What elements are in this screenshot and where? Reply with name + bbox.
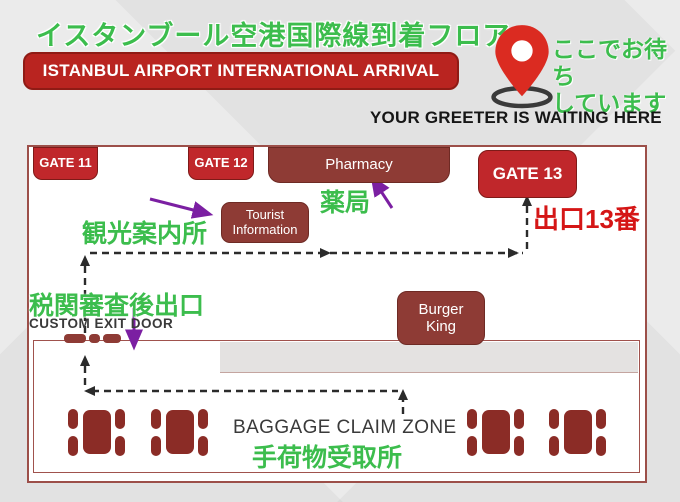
hall-wall — [220, 342, 638, 373]
pharmacy-label: Pharmacy — [325, 156, 393, 174]
greeter-waiting-caption: YOUR GREETER IS WAITING HERE — [370, 108, 662, 127]
gate-11-label: GATE 11 — [39, 155, 92, 171]
gate-13-box: GATE 13 — [478, 150, 577, 198]
page-title-japanese: イスタンブール空港国際線到着フロア — [36, 21, 511, 51]
tourist-information-line1: Tourist — [245, 206, 285, 222]
baggage-carousel-icon — [68, 406, 125, 458]
gate-12-box: GATE 12 — [188, 147, 254, 180]
door-segment-icon — [64, 334, 86, 343]
baggage-claim-label-japanese: 手荷物受取所 — [252, 444, 403, 472]
burger-king-box: Burger King — [397, 291, 485, 345]
waiting-here-japanese: ここでお待ち しています — [552, 36, 680, 117]
location-pin-icon — [491, 25, 553, 109]
waiting-here-line2: しています — [552, 90, 667, 116]
exit-13-label-japanese: 出口13番 — [533, 204, 640, 234]
baggage-carousel-icon — [151, 406, 208, 458]
baggage-carousel-icon — [467, 406, 524, 458]
tourist-information-line2: Information — [232, 221, 298, 237]
tourist-info-label-japanese: 観光案内所 — [82, 220, 208, 248]
burger-king-line2: King — [425, 318, 457, 335]
title-banner: ISTANBUL AIRPORT INTERNATIONAL ARRIVAL — [23, 52, 459, 90]
door-segment-icon — [103, 334, 121, 343]
waiting-here-line1: ここでお待ち — [552, 36, 667, 89]
custom-exit-door-label: CUSTOM EXIT DOOR — [29, 316, 174, 331]
tourist-information-box: Tourist Information — [221, 202, 309, 243]
gate-12-label: GATE 12 — [194, 155, 248, 171]
title-banner-label: ISTANBUL AIRPORT INTERNATIONAL ARRIVAL — [42, 61, 440, 80]
pharmacy-box: Pharmacy — [268, 147, 450, 183]
pharmacy-label-japanese: 薬局 — [320, 189, 371, 217]
burger-king-line1: Burger — [418, 300, 464, 318]
door-segment-icon — [89, 334, 100, 343]
baggage-carousel-icon — [549, 406, 606, 458]
customs-exit-label-japanese: 税関審査後出口 — [29, 292, 205, 320]
gate-11-box: GATE 11 — [33, 147, 98, 180]
gate-13-label: GATE 13 — [492, 164, 563, 184]
baggage-claim-zone-label: BAGGAGE CLAIM ZONE — [233, 417, 457, 438]
